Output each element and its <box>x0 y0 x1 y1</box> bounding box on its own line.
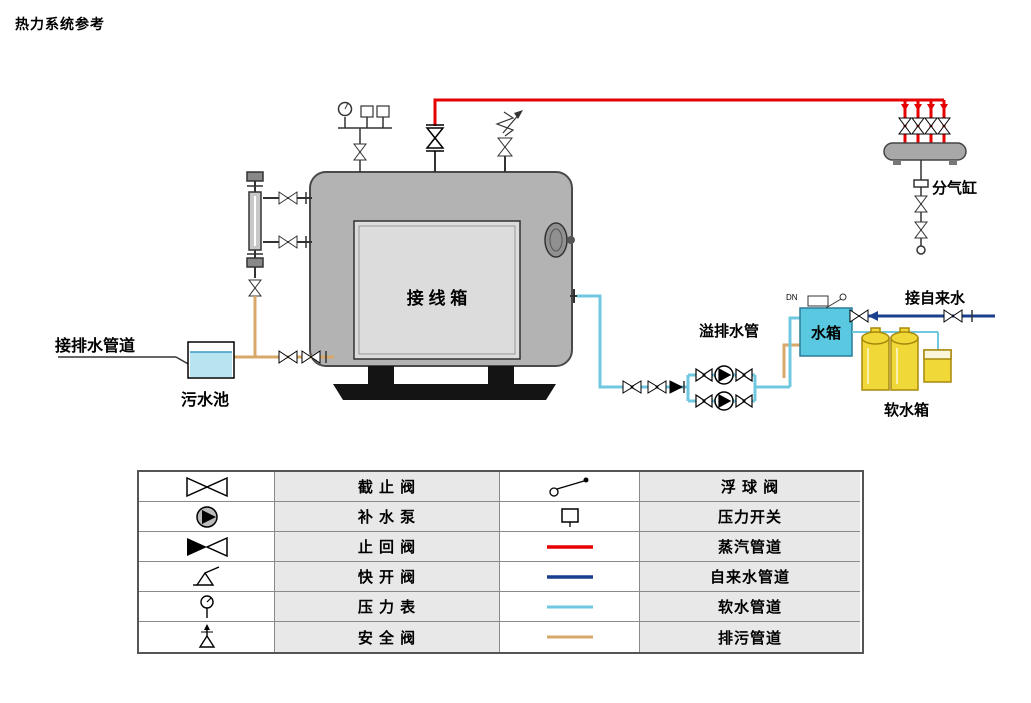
legend-label-tap-water-pipe: 自来水管道 <box>640 562 860 592</box>
soft-water-pipe <box>577 294 800 403</box>
legend-symbol-drain-pipe <box>500 622 640 652</box>
pressure-gauge-icon <box>199 594 214 618</box>
legend-symbol-feed-pump <box>139 502 275 532</box>
tap-water-pipe <box>868 309 995 323</box>
legend-label-steam-pipe: 蒸汽管道 <box>640 532 860 562</box>
float-valve-icon <box>548 477 588 497</box>
steam-flow-arrows <box>901 104 948 111</box>
header-drain-chain <box>913 160 929 255</box>
legend-symbol-soft-water-pipe <box>500 592 640 622</box>
label-drain-pipe-connection: 接排水管道 <box>55 338 136 355</box>
legend-label-pressure-gauge: 压 力 表 <box>275 592 500 622</box>
legend-label-quick-open-valve: 快 开 阀 <box>275 562 500 592</box>
drain-pipe-icon <box>546 635 593 639</box>
label-sewage-pool: 污水池 <box>181 392 230 409</box>
steam-pipe-icon <box>546 544 593 549</box>
quick-open-valve-icon <box>192 565 219 586</box>
legend-symbol-steam-pipe <box>500 532 640 562</box>
legend-symbol-tap-water-pipe <box>500 562 640 592</box>
water-level-gauge <box>246 171 312 297</box>
check-valve-icon <box>186 536 228 557</box>
tap-water-pipe-icon <box>546 574 593 579</box>
feed-pumps <box>695 365 753 411</box>
legend-symbol-float-valve <box>500 472 640 502</box>
drain-channel <box>58 356 191 366</box>
legend-label-check-valve: 止 回 阀 <box>275 532 500 562</box>
junction-box-panel <box>353 220 521 360</box>
pressure-switch-icon <box>560 507 579 527</box>
main-steam-valve <box>425 124 445 172</box>
label-overflow-drain: 溢排水管 <box>699 323 760 340</box>
legend-label-feed-pump: 补 水 泵 <box>275 502 500 532</box>
feed-pump-icon <box>195 505 218 528</box>
legend-label-pressure-switch: 压力开关 <box>640 502 860 532</box>
label-dn-mark: DN <box>786 293 798 302</box>
boiler-outlet-flange <box>570 289 577 303</box>
label-soft-water-tank: 软水箱 <box>884 402 930 419</box>
label-tap-water-connection: 接自来水 <box>905 290 966 307</box>
gauge-cluster <box>337 101 392 172</box>
boiler-safety-valve <box>495 110 523 172</box>
legend-label-stop-valve: 截 止 阀 <box>275 472 500 502</box>
blowdown-valves <box>278 350 327 364</box>
legend-symbol-check-valve <box>139 532 275 562</box>
safety-valve-icon <box>198 624 215 648</box>
stop-valve-icon <box>185 476 228 497</box>
soft-water-tanks <box>861 327 952 391</box>
legend-symbol-safety-valve <box>139 622 275 652</box>
legend-symbol-stop-valve <box>139 472 275 502</box>
legend-table: 截 止 阀 浮 球 阀 补 水 泵 压力开关 <box>137 470 864 654</box>
page-title: 热力系统参考 <box>15 16 105 32</box>
sewage-pool <box>187 341 235 379</box>
legend-symbol-quick-open-valve <box>139 562 275 592</box>
legend-label-safety-valve: 安 全 阀 <box>275 622 500 652</box>
label-junction-box: 接 线 箱 <box>406 289 468 308</box>
soft-water-pipe-icon <box>546 605 593 608</box>
legend-label-float-valve: 浮 球 阀 <box>640 472 860 502</box>
header-stub-valves <box>898 117 951 135</box>
boiler-base <box>333 366 556 400</box>
legend-label-drain-pipe: 排污管道 <box>640 622 860 652</box>
label-water-tank: 水箱 <box>810 325 841 342</box>
water-tank <box>799 293 853 357</box>
prepump-valves <box>622 380 685 394</box>
steam-header <box>883 142 967 165</box>
label-steam-distributor: 分气缸 <box>932 180 978 197</box>
legend-label-soft-water-pipe: 软水管道 <box>640 592 860 622</box>
steam-pipe <box>433 98 946 143</box>
legend-symbol-pressure-gauge <box>139 592 275 622</box>
tank-inlet-valve <box>849 309 869 323</box>
legend-symbol-pressure-switch <box>500 502 640 532</box>
manhole <box>544 222 575 258</box>
